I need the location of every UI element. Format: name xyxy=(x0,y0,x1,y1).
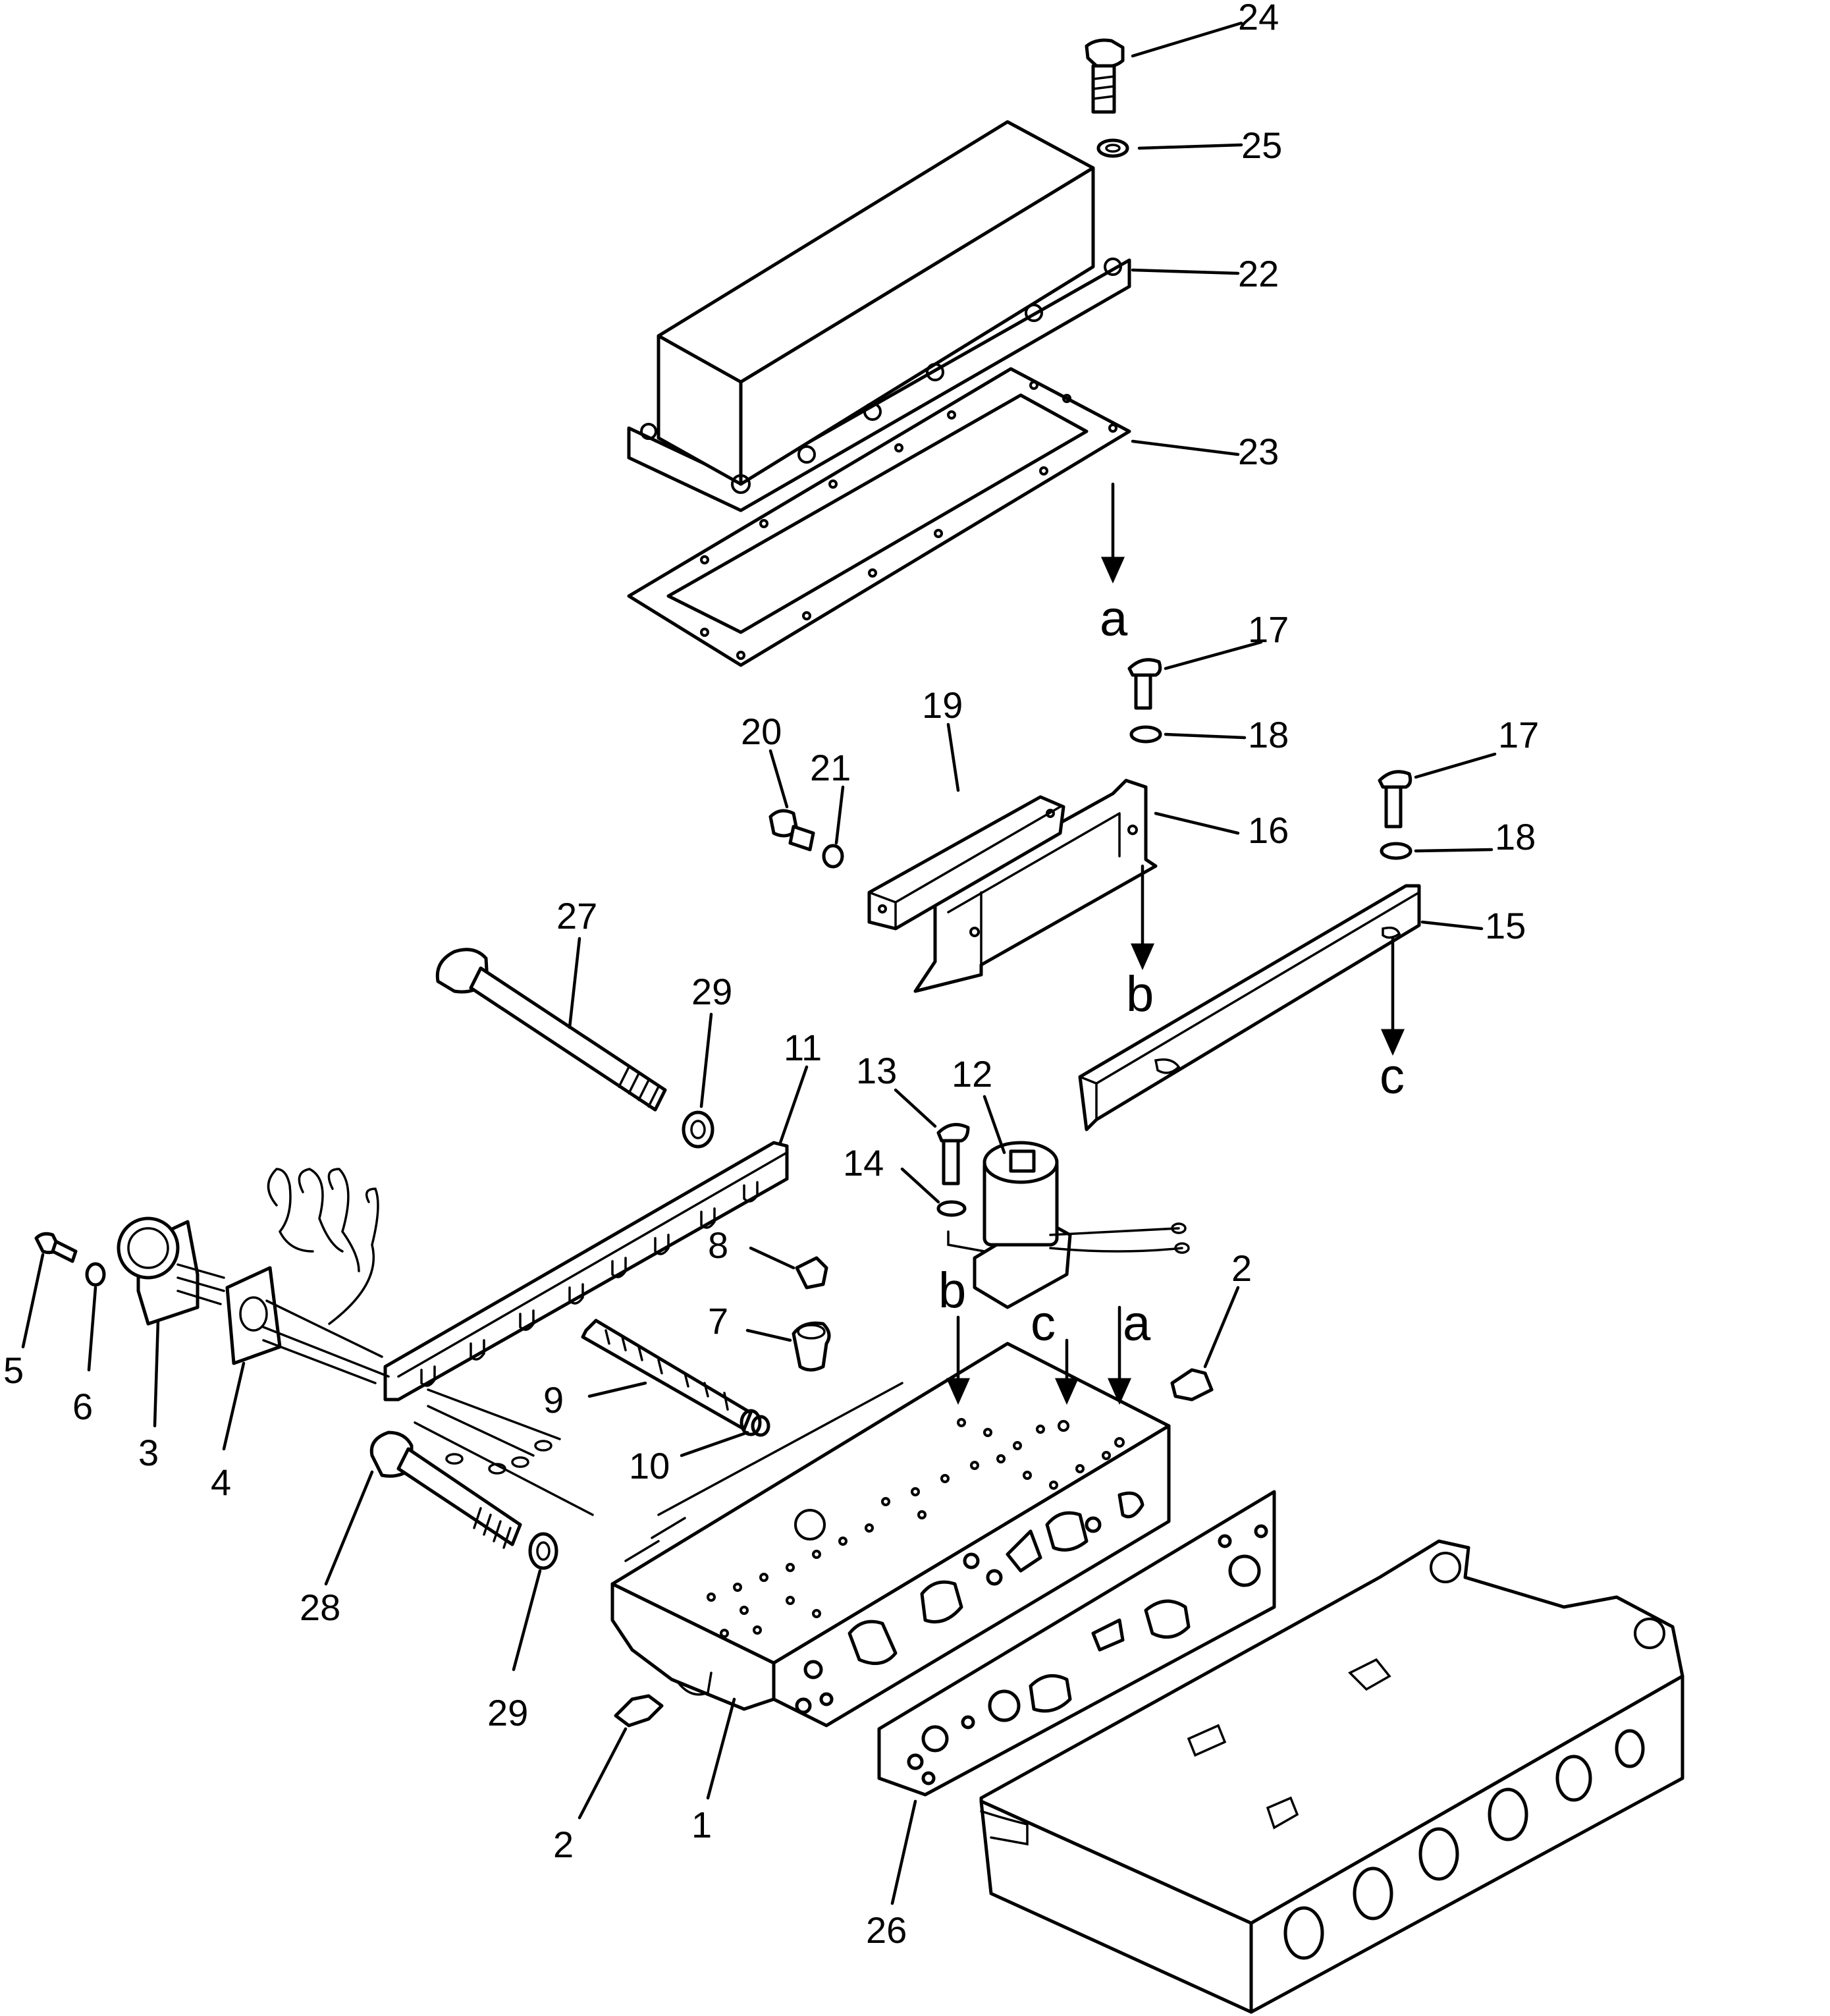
bolt-17-lower xyxy=(1378,770,1413,829)
callout-28: 28 xyxy=(300,1587,340,1628)
callout-5: 5 xyxy=(3,1349,24,1391)
bolt-28 xyxy=(369,1430,522,1549)
callout-29-upper: 29 xyxy=(691,971,732,1012)
callout-16: 16 xyxy=(1248,809,1289,851)
washer-14 xyxy=(936,1200,967,1217)
callout-1: 1 xyxy=(691,1804,712,1845)
bolt-20 xyxy=(768,809,815,852)
washer-18-lower xyxy=(1380,842,1413,860)
reference-letters: a b c b c a xyxy=(938,591,1405,1351)
callout-7: 7 xyxy=(708,1300,728,1342)
callout-4: 4 xyxy=(211,1461,231,1503)
valve-body-1 xyxy=(610,1342,1171,1728)
letter-b-mid: b xyxy=(1126,966,1154,1022)
callout-6: 6 xyxy=(72,1386,93,1427)
callout-19: 19 xyxy=(922,684,963,726)
callout-26: 26 xyxy=(866,1909,907,1951)
spool-9 xyxy=(581,1319,762,1436)
callout-17-lower: 17 xyxy=(1498,714,1539,755)
callout-24: 24 xyxy=(1238,0,1279,38)
callout-12: 12 xyxy=(952,1053,992,1095)
plug-7 xyxy=(792,1321,831,1372)
bracket-16 xyxy=(913,778,1158,993)
washer-6 xyxy=(85,1262,106,1287)
bolt-24 xyxy=(1085,38,1125,114)
letter-c-mid: c xyxy=(1380,1049,1405,1104)
callout-18-lower: 18 xyxy=(1495,816,1536,858)
harness-4 xyxy=(225,1168,594,1516)
bar-19 xyxy=(867,795,1065,931)
leader-lines xyxy=(21,21,1497,1905)
letter-a-top: a xyxy=(1100,591,1128,647)
callout-3: 3 xyxy=(138,1432,159,1473)
washer-25 xyxy=(1096,138,1129,158)
callout-15: 15 xyxy=(1485,905,1526,946)
callout-2-left: 2 xyxy=(553,1824,574,1865)
callout-labels: 24 25 22 23 17 18 17 18 20 21 19 16 15 2… xyxy=(3,0,1539,1951)
letter-a-low: a xyxy=(1123,1295,1151,1351)
bolt-5 xyxy=(34,1232,78,1263)
callout-21: 21 xyxy=(810,747,851,788)
washer-18-upper xyxy=(1129,725,1162,744)
ring-10 xyxy=(751,1415,770,1437)
bolt-13 xyxy=(936,1123,970,1185)
washer-29-lower xyxy=(528,1532,558,1570)
plug-2-right xyxy=(1170,1368,1214,1402)
direction-arrows xyxy=(946,482,1405,1405)
letter-b-low: b xyxy=(938,1263,966,1319)
callout-11: 11 xyxy=(784,1027,822,1068)
plug-2-left xyxy=(614,1694,664,1728)
plug-8 xyxy=(795,1256,828,1290)
callout-27: 27 xyxy=(556,895,597,937)
bar-11 xyxy=(383,1141,789,1402)
washer-29-upper xyxy=(682,1110,714,1149)
callout-8: 8 xyxy=(708,1224,728,1266)
callout-14: 14 xyxy=(843,1142,884,1184)
letter-c-low: c xyxy=(1031,1295,1056,1351)
callout-2-right: 2 xyxy=(1231,1247,1252,1289)
bolt-17-upper xyxy=(1127,658,1162,710)
callout-25: 25 xyxy=(1241,124,1282,166)
callout-23: 23 xyxy=(1238,431,1279,472)
gasket-23 xyxy=(627,367,1131,667)
callout-20: 20 xyxy=(741,711,782,752)
plate-15 xyxy=(1078,884,1421,1131)
bolt-27 xyxy=(435,948,667,1112)
gasket-26 xyxy=(877,1490,1276,1797)
callout-9: 9 xyxy=(543,1379,564,1421)
callout-18-upper: 18 xyxy=(1248,714,1289,755)
connector-3 xyxy=(117,1216,225,1326)
solenoid-12 xyxy=(947,1141,1190,1309)
case xyxy=(979,1539,1684,2014)
callout-10: 10 xyxy=(629,1445,670,1486)
callout-13: 13 xyxy=(856,1050,897,1091)
callout-22: 22 xyxy=(1238,253,1279,294)
callout-17-upper: 17 xyxy=(1248,609,1289,650)
cover-22 xyxy=(627,120,1131,512)
washer-21 xyxy=(822,844,844,869)
callout-29-lower: 29 xyxy=(487,1692,528,1733)
